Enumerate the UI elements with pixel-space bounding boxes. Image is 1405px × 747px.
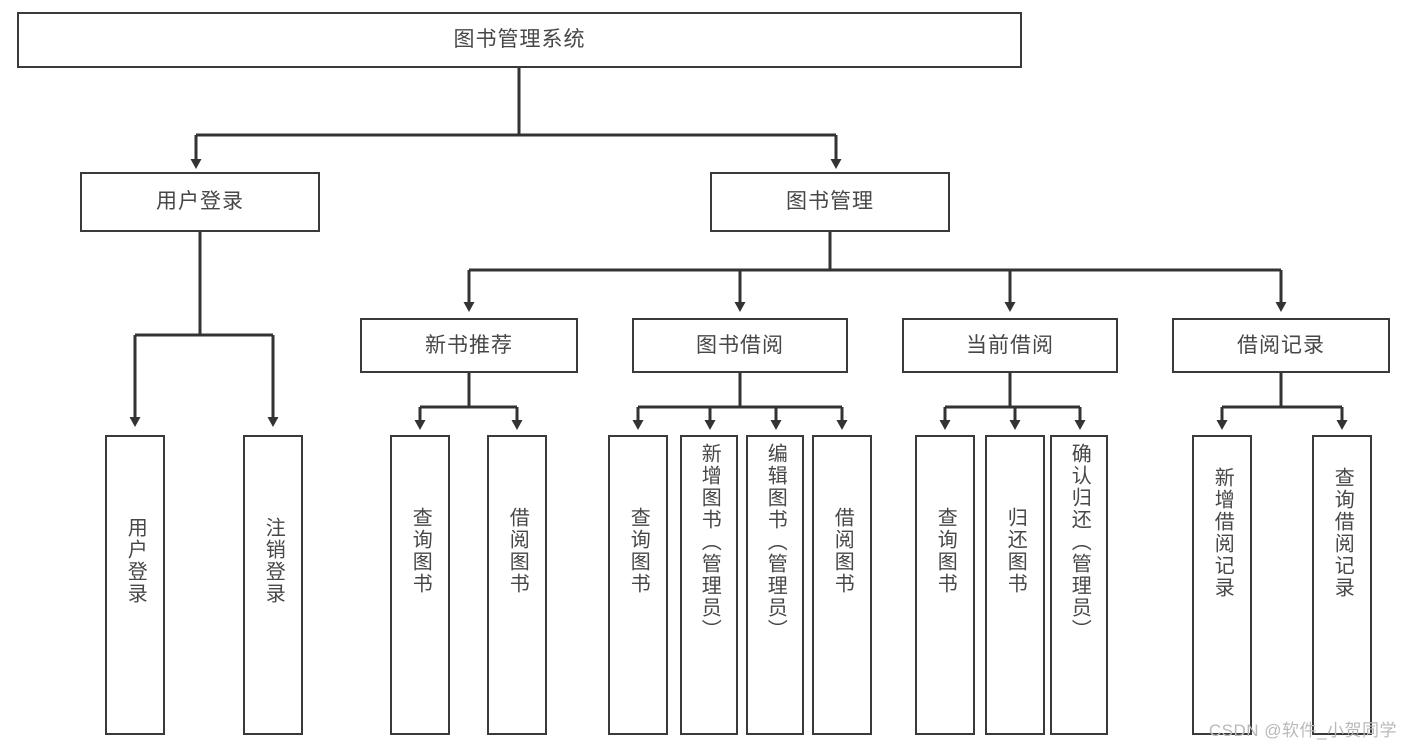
node-leaf-borrow-book-2[interactable]: 借阅图书 [812,435,872,735]
node-leaf-add-record-label: 新增借阅记录 [1211,467,1234,599]
node-current-borrow-label: 当前借阅 [966,333,1054,357]
node-borrow-record[interactable]: 借阅记录 [1172,318,1390,373]
node-leaf-return-book[interactable]: 归还图书 [985,435,1045,735]
node-root-label: 图书管理系统 [453,28,586,52]
node-leaf-query-book-3-label: 查询图书 [934,507,957,595]
node-borrow-record-label: 借阅记录 [1237,333,1325,357]
node-leaf-borrow-book-1-label: 借阅图书 [506,507,529,595]
node-leaf-add-book[interactable]: 新增图书（管理员） [680,435,738,735]
node-current-borrow[interactable]: 当前借阅 [902,318,1118,373]
node-leaf-query-book-2-label: 查询图书 [627,507,650,595]
node-user-login[interactable]: 用户登录 [80,172,320,232]
node-book-manage[interactable]: 图书管理 [710,172,950,232]
node-root[interactable]: 图书管理系统 [17,12,1022,68]
node-leaf-query-book-1-label: 查询图书 [409,507,432,595]
node-leaf-logout[interactable]: 注销登录 [243,435,303,735]
node-leaf-edit-book-label: 编辑图书（管理员） [764,443,787,641]
node-leaf-user-login[interactable]: 用户登录 [105,435,165,735]
node-new-book-rec-label: 新书推荐 [425,333,513,357]
node-book-manage-label: 图书管理 [786,190,874,214]
watermark: CSDN @软件_小贺同学 [1208,721,1397,740]
node-leaf-borrow-book-2-label: 借阅图书 [831,507,854,595]
node-leaf-borrow-book-1[interactable]: 借阅图书 [487,435,547,735]
node-book-borrow-label: 图书借阅 [696,333,784,357]
node-leaf-query-record[interactable]: 查询借阅记录 [1312,435,1372,735]
node-leaf-logout-label: 注销登录 [262,517,285,605]
node-leaf-query-book-1[interactable]: 查询图书 [390,435,450,735]
node-leaf-query-book-3[interactable]: 查询图书 [915,435,975,735]
node-new-book-rec[interactable]: 新书推荐 [360,318,578,373]
node-leaf-confirm-return[interactable]: 确认归还（管理员） [1050,435,1108,735]
node-leaf-return-book-label: 归还图书 [1004,507,1027,595]
node-leaf-edit-book[interactable]: 编辑图书（管理员） [746,435,804,735]
node-user-login-label: 用户登录 [156,190,244,214]
node-leaf-user-login-label: 用户登录 [124,517,147,605]
node-leaf-add-book-label: 新增图书（管理员） [698,443,721,641]
node-leaf-query-book-2[interactable]: 查询图书 [608,435,668,735]
node-leaf-add-record[interactable]: 新增借阅记录 [1192,435,1252,735]
node-leaf-query-record-label: 查询借阅记录 [1331,467,1354,599]
node-book-borrow[interactable]: 图书借阅 [632,318,848,373]
node-leaf-confirm-return-label: 确认归还（管理员） [1068,443,1091,641]
